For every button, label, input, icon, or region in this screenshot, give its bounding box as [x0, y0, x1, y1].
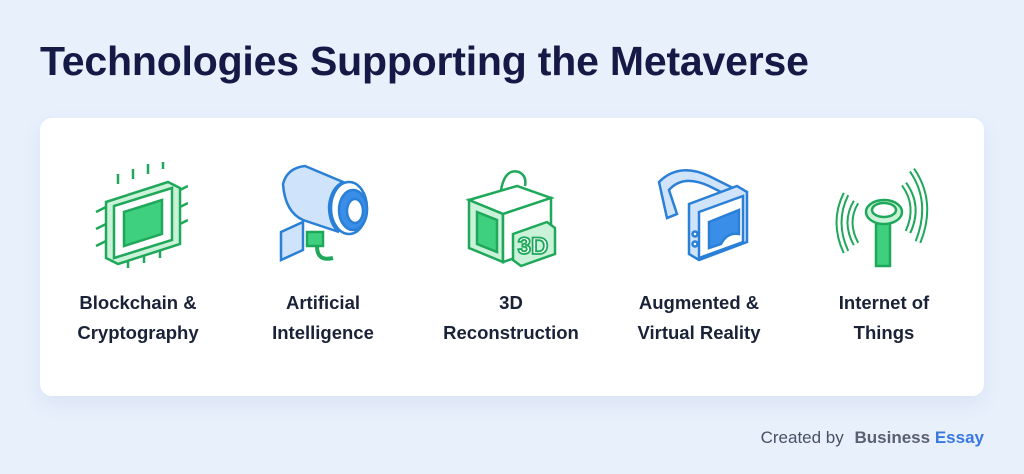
brand-logo: Business Essay — [855, 428, 985, 447]
3d-printer-icon: 3D — [465, 170, 557, 268]
tech-item-label: Augmented &Virtual Reality — [637, 292, 761, 343]
brand-part1: Business — [854, 428, 931, 447]
3d-icon-text: 3D — [518, 233, 549, 260]
page-title: Technologies Supporting the Metaverse — [40, 38, 809, 84]
tech-item-vr: Augmented &Virtual Reality — [609, 118, 789, 396]
camera-icon — [279, 164, 369, 262]
brand-part2: Essay — [934, 428, 984, 447]
tech-item-label: Blockchain &Cryptography — [77, 292, 199, 343]
footer-credit: Created by Business Essay — [761, 428, 984, 448]
antenna-icon — [835, 168, 929, 268]
footer-prefix: Created by — [760, 428, 844, 447]
chip-icon — [95, 162, 188, 268]
tech-item-blockchain: Blockchain &Cryptography — [48, 118, 228, 396]
vr-headset-icon — [657, 169, 749, 262]
